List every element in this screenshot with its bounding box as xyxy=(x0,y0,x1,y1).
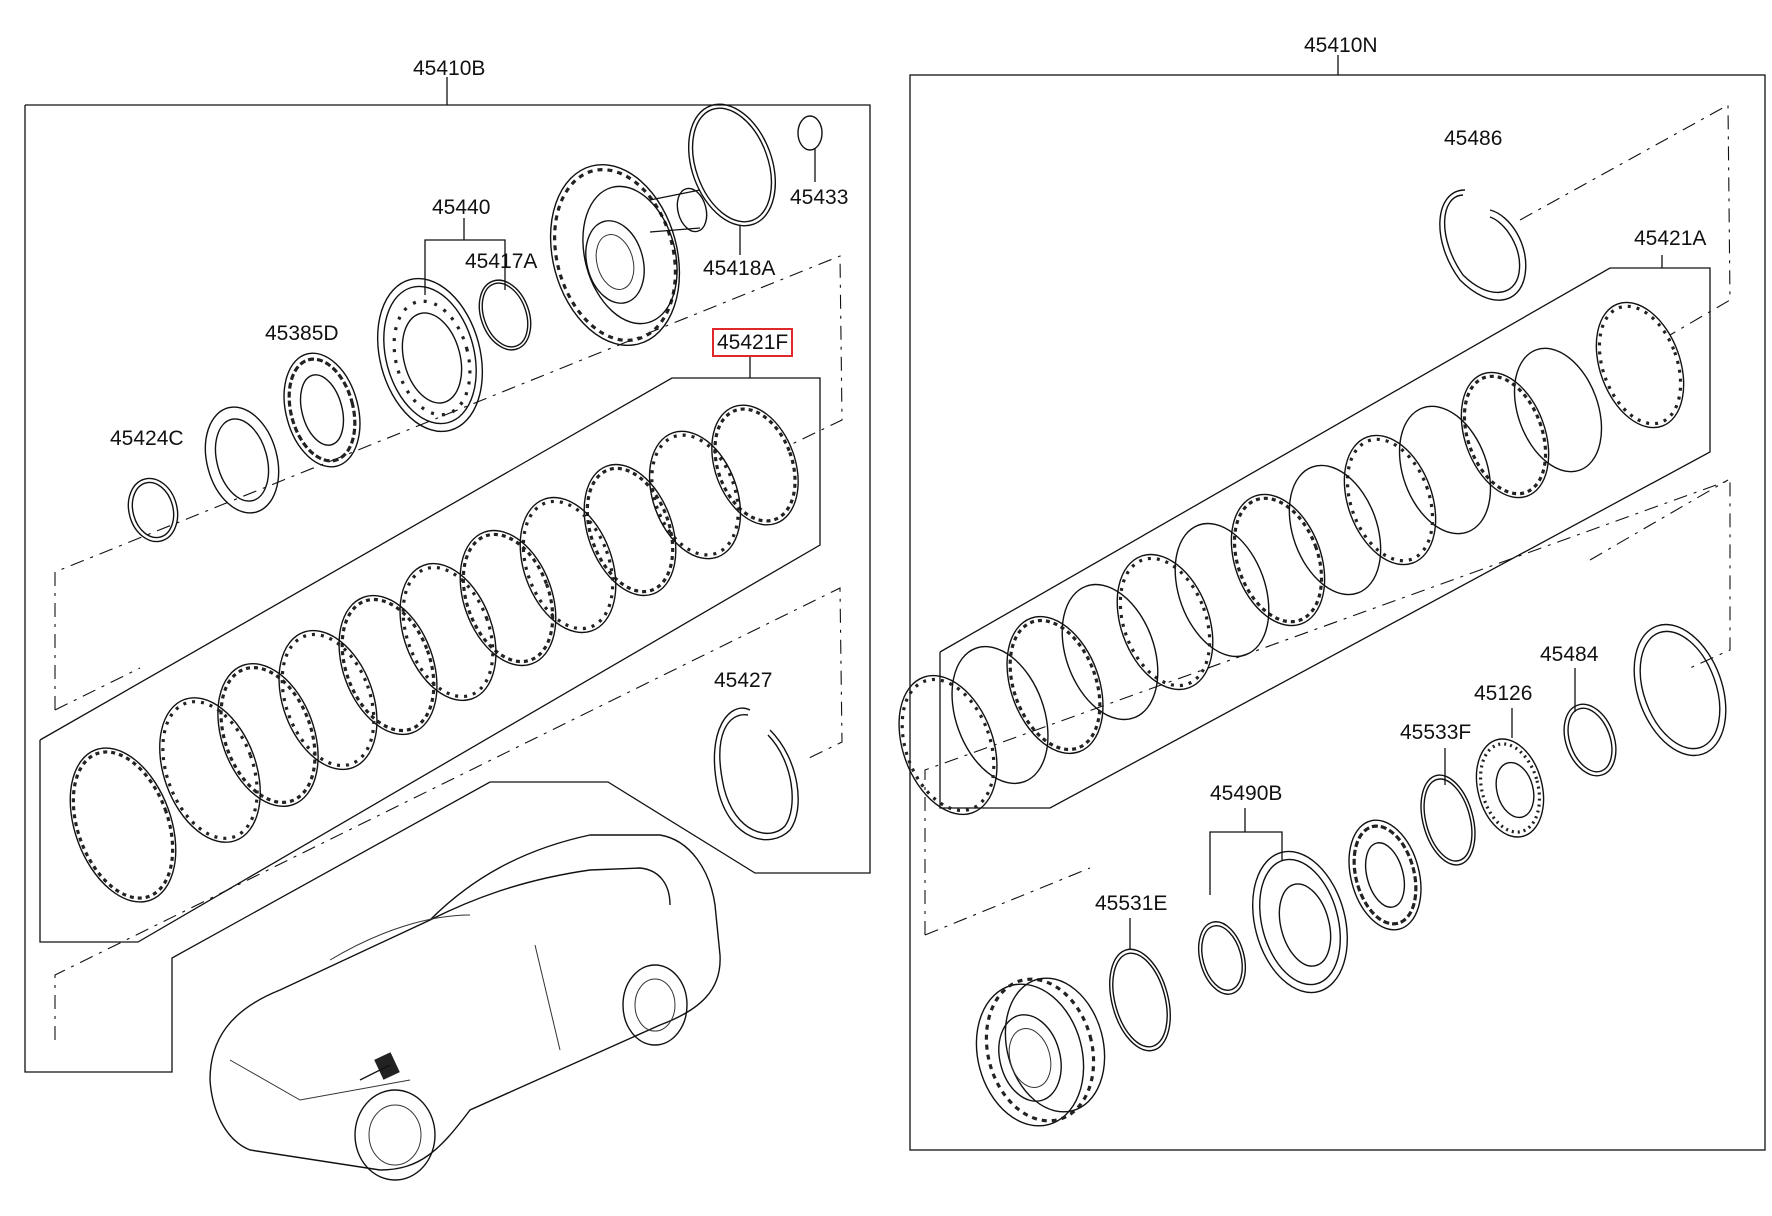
part-45440-piston xyxy=(376,277,484,433)
part-45533F-ring xyxy=(1420,748,1476,866)
part-45484-ring xyxy=(1563,623,1727,777)
assembly-label-45410B[interactable]: 45410B xyxy=(413,57,486,80)
part-45418A-ring xyxy=(687,103,777,255)
part-label-45385D[interactable]: 45385D xyxy=(265,322,339,345)
part-label-45531E[interactable]: 45531E xyxy=(1095,892,1168,915)
left-assembly-frame xyxy=(24,77,871,1073)
part-drum-hub xyxy=(549,163,708,347)
part-label-45126[interactable]: 45126 xyxy=(1474,682,1533,705)
part-45126-bearing xyxy=(1475,708,1545,838)
part-45433-snap-ring xyxy=(797,115,823,182)
right-clutch-plates xyxy=(898,301,1685,816)
part-label-45490B[interactable]: 45490B xyxy=(1210,782,1283,805)
part-45486-ring xyxy=(1439,189,1527,301)
part-label-45421F[interactable]: 45421F xyxy=(712,328,794,357)
part-label-45421A[interactable]: 45421A xyxy=(1634,227,1707,250)
part-label-45424C[interactable]: 45424C xyxy=(110,427,184,450)
part-label-45486[interactable]: 45486 xyxy=(1444,127,1503,150)
part-45490B-piston xyxy=(1197,808,1348,995)
part-right-spring-pack xyxy=(1348,819,1422,931)
right-assembly-frame xyxy=(909,55,1766,1151)
part-label-45418A[interactable]: 45418A xyxy=(703,257,776,280)
part-45427-ring xyxy=(713,707,799,841)
part-right-drum xyxy=(975,977,1106,1127)
part-label-45533F[interactable]: 45533F xyxy=(1400,721,1472,744)
part-label-45484[interactable]: 45484 xyxy=(1540,643,1599,666)
part-label-45427[interactable]: 45427 xyxy=(714,669,773,692)
part-45424C-ring xyxy=(127,477,179,543)
part-45417A-ring xyxy=(478,279,532,351)
part-45440-bracket xyxy=(424,218,506,295)
left-clutch-plates xyxy=(69,404,799,903)
part-45385D-spring xyxy=(283,352,361,468)
assembly-label-45410N[interactable]: 45410N xyxy=(1304,34,1378,57)
car-illustration xyxy=(209,834,721,1181)
part-balance-plate xyxy=(204,406,280,514)
part-label-45417A[interactable]: 45417A xyxy=(465,250,538,273)
part-label-45440[interactable]: 45440 xyxy=(432,196,491,219)
part-label-45433[interactable]: 45433 xyxy=(790,186,849,209)
part-45531E-ring xyxy=(1109,918,1171,1052)
